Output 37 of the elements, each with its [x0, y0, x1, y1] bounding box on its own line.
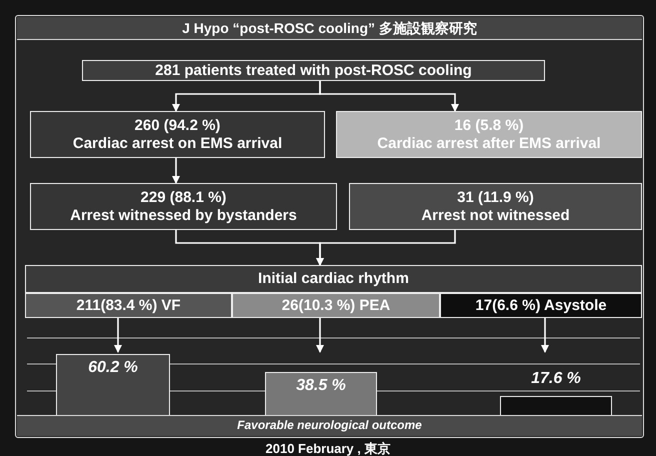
count-text: 229 (88.1 %)	[140, 189, 226, 206]
box-text: Cardiac arrest after EMS arrival	[377, 134, 601, 152]
process-box	[82, 60, 545, 81]
rhythm-cell	[25, 293, 232, 318]
arrow	[172, 158, 180, 184]
count-text: 260 (94.2 %)	[134, 117, 220, 134]
rhythm-cell	[440, 293, 642, 318]
box-text: 17(6.6 %) Asystole	[475, 296, 607, 314]
header-band	[25, 265, 642, 293]
box-text: Cardiac arrest on EMS arrival	[72, 134, 282, 152]
caption: 2010 February , 東京	[264, 440, 392, 456]
title-bar: J Hypo “post-ROSC cooling” 多施設観察研究	[17, 17, 642, 40]
bar	[500, 396, 612, 415]
box-text: 211(83.4 %) VF	[76, 296, 181, 314]
count-text: 16 (5.8 %)	[454, 117, 524, 134]
process-box	[349, 183, 642, 230]
box-text: Initial cardiac rhythm	[258, 270, 409, 288]
rhythm-cell	[232, 293, 440, 318]
arrow	[114, 318, 122, 353]
box-text: 26(10.3 %) PEA	[282, 296, 390, 314]
box-text: 281 patients treated with post-ROSC cooling	[155, 62, 472, 80]
bar	[265, 372, 377, 415]
arrow	[316, 318, 324, 353]
box-text: Arrest not witnessed	[421, 206, 570, 224]
arrow	[316, 230, 456, 266]
value-label: 38.5 %	[296, 377, 346, 396]
value-label: 60.2 %	[88, 359, 138, 378]
process-box	[336, 111, 642, 158]
process-box	[30, 111, 325, 158]
outcome-band: Favorable neurological outcome	[17, 415, 642, 436]
process-box	[30, 183, 337, 230]
box-text: Arrest witnessed by bystanders	[70, 206, 297, 224]
value-label: 17.6 %	[530, 370, 582, 388]
arrow	[319, 81, 459, 112]
bar	[56, 354, 170, 415]
arrow	[541, 318, 549, 353]
count-text: 31 (11.9 %)	[457, 189, 534, 206]
